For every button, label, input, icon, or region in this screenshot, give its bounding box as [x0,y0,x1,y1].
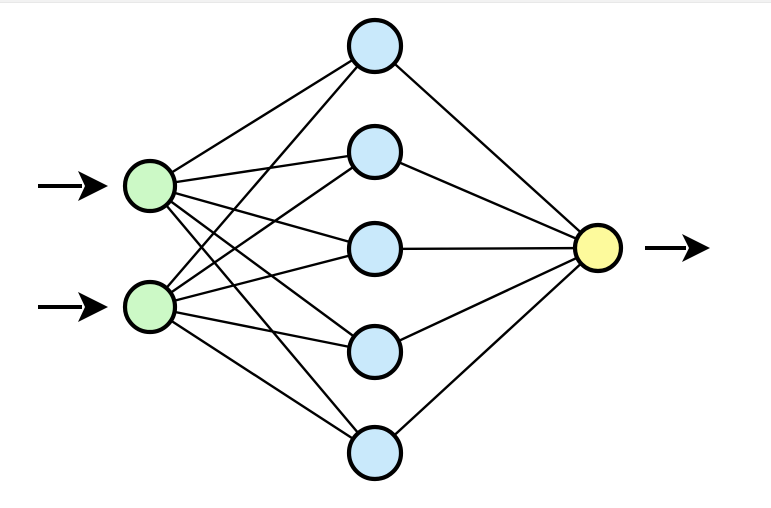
edge-i2-to-h2 [149,151,376,308]
edge-i1-to-h4 [149,185,376,353]
io-arrow-group [38,171,710,322]
node-hidden-4[interactable] [346,323,404,381]
node-hidden-5[interactable] [346,424,404,482]
node-input-2[interactable] [122,279,178,335]
edge-h5-to-o1 [374,247,599,454]
edge-h1-to-o1 [374,45,599,249]
edge-i1-to-h5 [149,185,376,454]
edge-i2-to-h3 [149,247,376,309]
edge-i2-to-h4 [149,305,376,354]
edge-h3-to-o1 [374,246,599,251]
edge-i1-to-h2 [149,150,376,188]
input-arrow-2-head [78,292,108,322]
node-input-1[interactable] [122,158,178,214]
edge-h4-to-o1 [374,246,599,354]
edge-i2-to-h1 [149,45,376,308]
edge-i2-to-h5 [149,305,376,455]
node-hidden-3[interactable] [346,220,404,278]
input-arrow-2 [38,292,108,322]
edge-h2-to-o1 [374,150,599,250]
edge-i1-to-h3 [149,184,376,251]
node-hidden-2[interactable] [346,123,404,181]
edge-i1-to-h1 [149,44,376,188]
edge-group [149,44,599,455]
output-arrow-1-head [682,234,710,262]
node-output-1[interactable] [572,222,624,274]
top-edge-strip [0,0,771,3]
input-arrow-1 [38,171,108,201]
node-hidden-1[interactable] [346,17,404,75]
output-arrow-1 [645,234,710,262]
input-arrow-1-head [78,171,108,201]
node-group [122,17,624,482]
